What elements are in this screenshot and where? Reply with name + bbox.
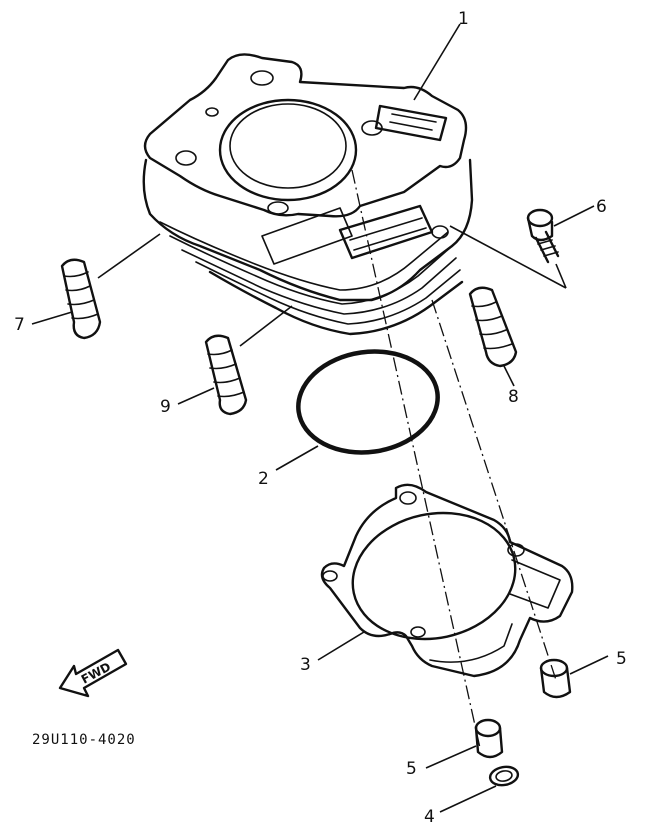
leader-line-8: [503, 365, 515, 387]
leader-line-6: [553, 205, 595, 227]
cylinder-part: [142, 53, 474, 336]
leader-line-5-bottom: [425, 745, 477, 769]
callout-6: 6: [596, 197, 607, 217]
stud-center-part: [204, 334, 248, 416]
centerline-right: [431, 299, 557, 681]
stud-right-part: [468, 286, 518, 368]
leader-line-6-branch-b: [555, 263, 567, 289]
leader-line-7: [31, 311, 73, 325]
leader-line-9: [177, 387, 215, 405]
leader-line-9-to-cylinder: [239, 305, 293, 347]
callout-7: 7: [14, 315, 25, 335]
callout-9: 9: [160, 397, 171, 417]
leader-line-3: [317, 631, 365, 661]
cylinder-gasket-part: [320, 483, 574, 678]
callout-2: 2: [258, 469, 269, 489]
dowel-pin-bottom-part: [474, 718, 504, 759]
callout-4: 4: [424, 807, 435, 827]
stud-left-part: [60, 258, 102, 340]
o-ring-part: [296, 349, 440, 455]
small-o-ring-part: [488, 765, 520, 787]
callout-8: 8: [508, 387, 519, 407]
callout-3: 3: [300, 655, 311, 675]
leader-line-5-right: [569, 655, 609, 675]
callout-5-bottom: 5: [406, 759, 417, 779]
dowel-pin-right-part: [539, 658, 572, 699]
leader-line-7-to-cylinder: [97, 233, 161, 279]
leader-line-2: [275, 445, 319, 471]
bolt-part: [526, 208, 560, 264]
centerline-left: [351, 169, 481, 749]
leader-line-1: [413, 23, 461, 101]
callout-1: 1: [458, 9, 469, 29]
leader-line-4: [439, 785, 497, 813]
drawing-code: 29U110-4020: [32, 732, 136, 748]
leader-line-6-branch-a: [449, 225, 567, 289]
callout-5-right: 5: [616, 649, 627, 669]
fwd-arrow: FWD: [58, 648, 128, 698]
